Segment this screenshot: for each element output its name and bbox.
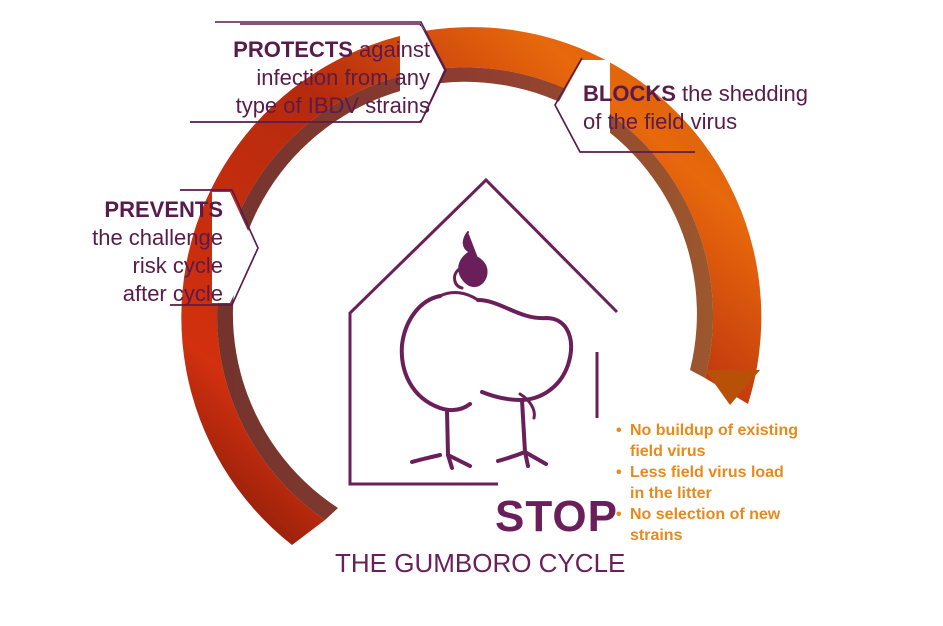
- bullet-3-line2: strains: [630, 527, 683, 544]
- protects-line3: type of IBDV strains: [235, 93, 430, 118]
- blocks-notch: [557, 60, 610, 150]
- stop-subtitle: THE GUMBORO CYCLE: [335, 548, 626, 578]
- prevents-line3: after cycle: [122, 281, 223, 306]
- protects-notch: [400, 26, 444, 120]
- bullet-1-line2: field virus: [630, 443, 706, 460]
- protects-connector-line: [190, 21, 447, 123]
- callout-protects: PROTECTS against infection from any type…: [200, 36, 430, 120]
- protects-line1: against: [352, 37, 430, 62]
- blocks-line1: the shedding: [675, 81, 808, 106]
- arc-arrowhead: [705, 370, 760, 405]
- chicken-icon: [399, 231, 573, 470]
- list-item: No selection of new strains: [616, 504, 846, 546]
- prevents-notch: [212, 192, 256, 303]
- prevents-line2: risk cycle: [132, 253, 223, 278]
- blocks-bold: BLOCKS: [583, 81, 676, 106]
- list-item: No buildup of existing field virus: [616, 420, 846, 462]
- bullet-1-line1: No buildup of existing: [630, 422, 798, 439]
- prevents-connector-line-top: [170, 189, 259, 306]
- prevents-line1: the challenge: [92, 225, 223, 250]
- bullet-3-line1: No selection of new: [630, 506, 781, 523]
- protects-bold: PROTECTS: [233, 37, 353, 62]
- benefits-list: No buildup of existing field virus Less …: [616, 420, 846, 546]
- blocks-line2: of the field virus: [583, 109, 738, 134]
- stop-title: STOP: [495, 492, 619, 541]
- list-item: Less field virus load in the litter: [616, 462, 846, 504]
- bullet-2-line1: Less field virus load: [630, 464, 784, 481]
- house-outline-icon: [348, 177, 619, 486]
- prevents-bold: PREVENTS: [104, 197, 223, 222]
- protects-line2: infection from any: [256, 65, 430, 90]
- bullet-2-line2: in the litter: [630, 485, 712, 502]
- callout-blocks: BLOCKS the shedding of the field virus: [583, 80, 843, 136]
- blocks-connector-line-top: [554, 57, 695, 153]
- callout-prevents: PREVENTS the challenge risk cycle after …: [70, 196, 223, 308]
